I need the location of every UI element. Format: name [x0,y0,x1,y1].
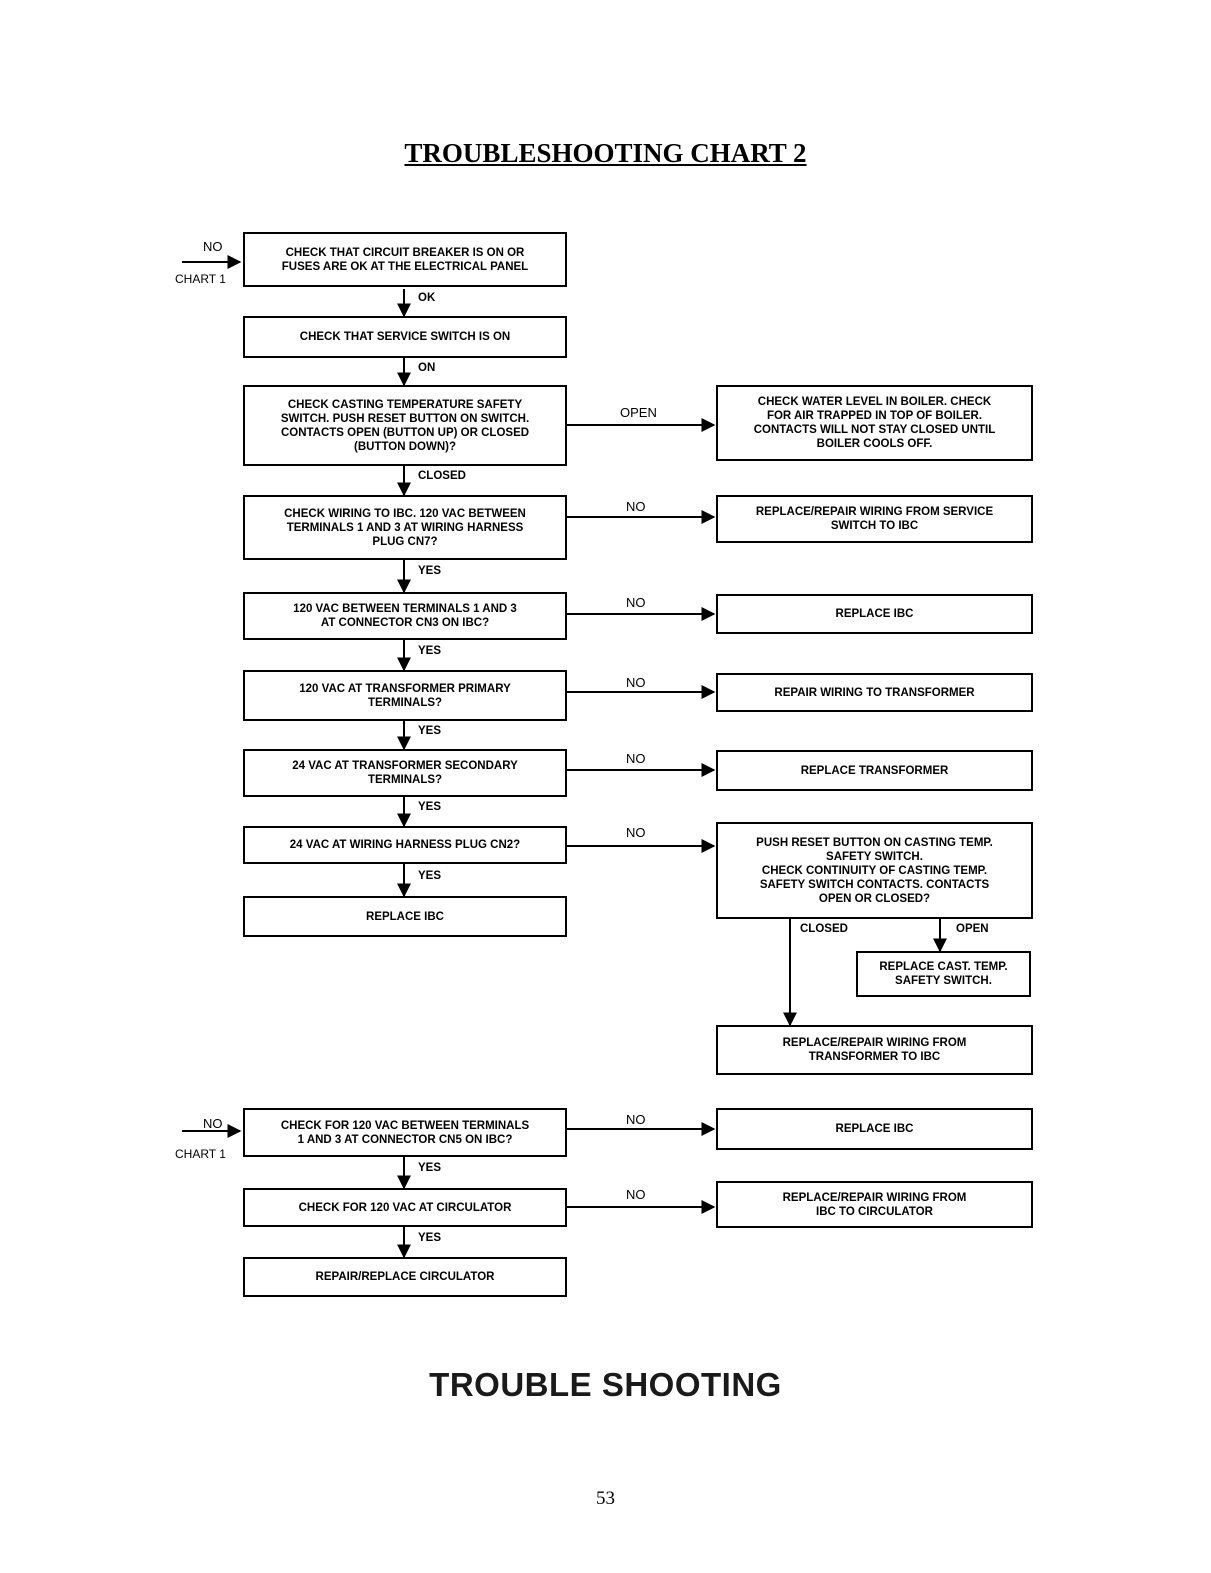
label-closed-2: CLOSED [800,923,848,935]
box-replace-ibc-left: REPLACE IBC [243,896,567,937]
label-no-5: NO [626,825,646,840]
label-no-3: NO [626,675,646,690]
box-check-wiring-ibc: CHECK WIRING TO IBC. 120 VAC BETWEEN TER… [243,495,567,560]
box-vac-circulator: CHECK FOR 120 VAC AT CIRCULATOR [243,1188,567,1227]
box-check-service-switch: CHECK THAT SERVICE SWITCH IS ON [243,316,567,358]
box-repair-transformer-wiring: REPAIR WIRING TO TRANSFORMER [716,673,1033,712]
label-yes-2: YES [418,645,442,657]
label-yes-4: YES [418,801,442,813]
page-number: 53 [596,1488,615,1509]
box-vac-cn3: 120 VAC BETWEEN TERMINALS 1 AND 3 AT CON… [243,592,567,640]
label-open: OPEN [620,405,657,420]
page-title: TROUBLESHOOTING CHART 2 [404,138,807,168]
label-no-1: NO [626,499,646,514]
label-on: ON [418,362,436,374]
label-yes-1: YES [418,565,442,577]
box-transformer-primary: 120 VAC AT TRANSFORMER PRIMARY TERMINALS… [243,670,567,721]
box-push-reset: PUSH RESET BUTTON ON CASTING TEMP. SAFET… [716,822,1033,919]
label-no-4: NO [626,751,646,766]
label-no-7: NO [626,1187,646,1202]
box-repair-circulator: REPAIR/REPLACE CIRCULATOR [243,1257,567,1297]
box-check-breaker: CHECK THAT CIRCUIT BREAKER IS ON OR FUSE… [243,232,567,287]
box-repair-service-wiring: REPLACE/REPAIR WIRING FROM SERVICE SWITC… [716,495,1033,543]
box-replace-cast-switch: REPLACE CAST. TEMP. SAFETY SWITCH. [856,951,1031,997]
label-yes-3: YES [418,725,442,737]
entry-chart1-top: CHART 1 [175,272,226,286]
entry-no-top: NO [203,239,223,254]
label-yes-7: YES [418,1232,442,1244]
box-repair-ibc-circulator: REPLACE/REPAIR WIRING FROM IBC TO CIRCUL… [716,1181,1033,1228]
label-closed: CLOSED [418,470,466,482]
box-repair-transformer-ibc: REPLACE/REPAIR WIRING FROM TRANSFORMER T… [716,1025,1033,1075]
label-yes-6: YES [418,1162,442,1174]
box-vac-cn5: CHECK FOR 120 VAC BETWEEN TERMINALS 1 AN… [243,1108,567,1157]
label-no-6: NO [626,1112,646,1127]
entry-chart1-bottom: CHART 1 [175,1147,226,1161]
box-water-level: CHECK WATER LEVEL IN BOILER. CHECK FOR A… [716,385,1033,461]
box-replace-ibc-3: REPLACE IBC [716,1108,1033,1150]
entry-no-bottom: NO [203,1116,223,1131]
footer-title: TROUBLE SHOOTING [429,1366,782,1403]
label-ok: OK [418,292,436,304]
box-replace-transformer: REPLACE TRANSFORMER [716,750,1033,791]
box-harness-cn2: 24 VAC AT WIRING HARNESS PLUG CN2? [243,826,567,864]
box-transformer-secondary: 24 VAC AT TRANSFORMER SECONDARY TERMINAL… [243,749,567,797]
box-replace-ibc-1: REPLACE IBC [716,594,1033,634]
box-check-casting-switch: CHECK CASTING TEMPERATURE SAFETY SWITCH.… [243,385,567,466]
label-open-2: OPEN [956,923,989,935]
label-no-2: NO [626,595,646,610]
label-yes-5: YES [418,870,442,882]
